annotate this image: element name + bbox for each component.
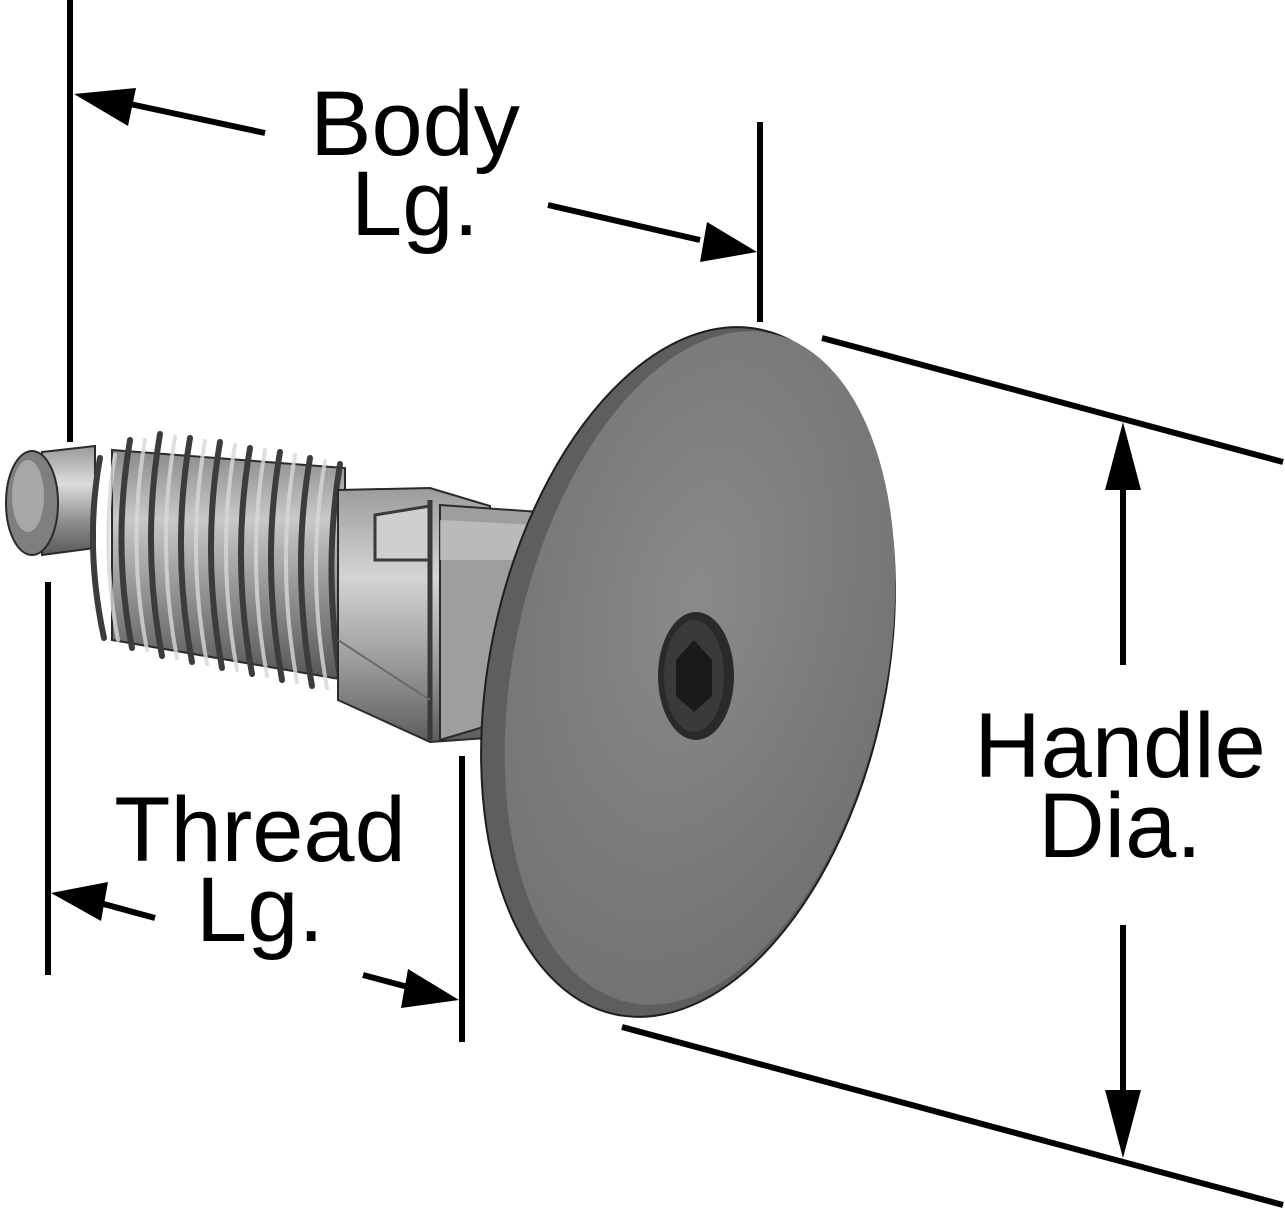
handle-diameter-label-line1: Handle	[974, 695, 1266, 797]
handle-bottom-extension-line	[621, 1024, 1284, 1208]
body-arrow-left-shaft	[129, 101, 266, 136]
handle-arrowhead-bottom	[1105, 1090, 1141, 1158]
hex-socket-icon	[658, 612, 734, 740]
body-arrow-right-shaft	[547, 202, 701, 243]
thread-ridges	[89, 431, 345, 693]
threaded-body	[89, 431, 346, 693]
dimension-arrows	[51, 88, 1141, 1158]
extension-lines	[45, 0, 1284, 1208]
handle-diameter-label-line2: Dia.	[1038, 775, 1202, 877]
hand-retractable-plunger	[5, 326, 896, 1018]
handle-knob-disk	[480, 326, 896, 1018]
body-length-label-line1: Body	[310, 73, 520, 175]
plunger-nose-pin	[5, 444, 96, 557]
thread-length-label: Thread Lg.	[85, 779, 435, 961]
handle-arrowhead-top	[1105, 422, 1141, 490]
body-length-label: Body Lg.	[250, 73, 580, 255]
thread-arrowhead-right	[401, 969, 459, 1008]
body-arrowhead-left	[74, 88, 136, 126]
thread-arrow-right-shaft	[362, 972, 409, 990]
body-length-label-line2: Lg.	[351, 153, 479, 255]
thread-length-label-line2: Lg.	[196, 859, 324, 961]
handle-top-extension-line	[821, 335, 1284, 465]
handle-diameter-label: Handle Dia.	[955, 695, 1285, 877]
thread-arrow-left-shaft	[99, 900, 156, 921]
thread-arrowhead-left	[51, 882, 108, 921]
thread-highlights	[106, 435, 329, 690]
thread-length-label-line1: Thread	[114, 779, 406, 881]
body-arrowhead-right	[700, 222, 757, 262]
